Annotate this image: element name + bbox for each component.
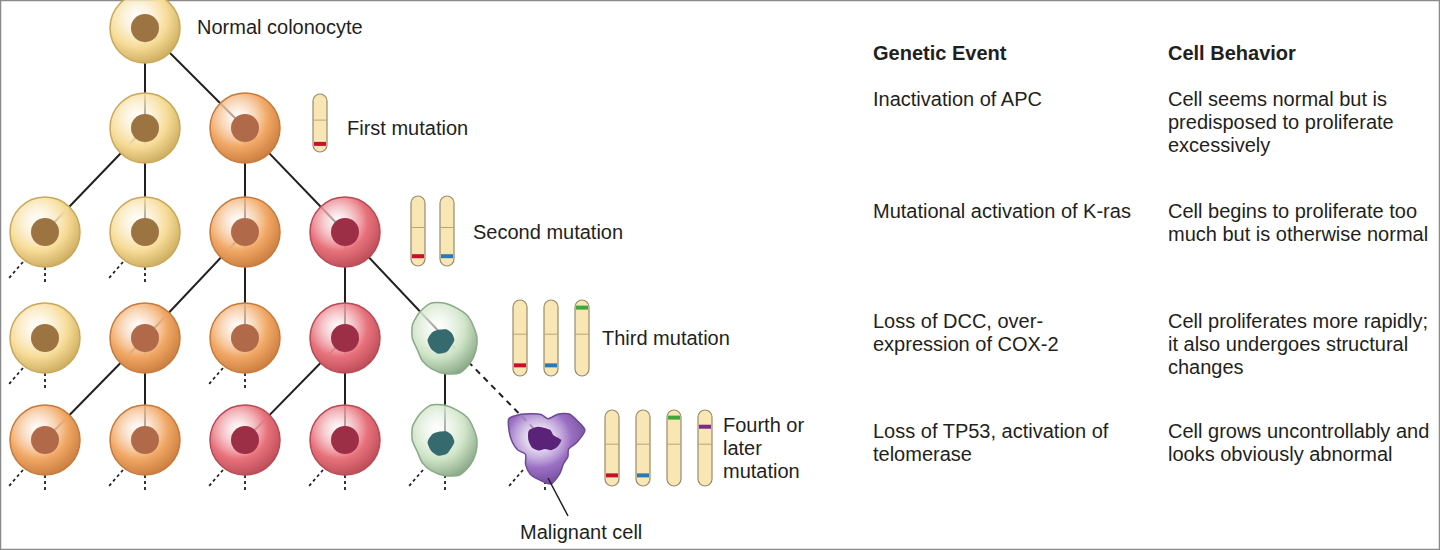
chromosome xyxy=(411,196,425,266)
cell xyxy=(110,0,180,63)
table-cell: Mutational activation of K-ras xyxy=(873,200,1133,223)
chromosome xyxy=(440,196,454,266)
cell xyxy=(110,93,180,163)
cell xyxy=(508,414,585,484)
table-cell: Inactivation of APC xyxy=(873,88,1133,111)
table-cell: Cell proliferates more rapidly; it also … xyxy=(1168,310,1432,379)
mutation-label: First mutation xyxy=(347,117,547,140)
cell xyxy=(310,405,380,475)
lineage-lines xyxy=(9,28,545,490)
table-cell: Cell grows uncontrollably and looks obvi… xyxy=(1168,420,1432,466)
cell xyxy=(310,303,380,373)
cell xyxy=(210,197,280,267)
mutation-label: Fourth or later mutation xyxy=(723,414,823,483)
cell xyxy=(210,405,280,475)
cell xyxy=(110,405,180,475)
leader-line xyxy=(548,478,568,516)
cell-label: Malignant cell xyxy=(520,521,650,544)
cell xyxy=(412,303,477,374)
cell-label: Normal colonocyte xyxy=(197,16,417,39)
table-cell: Loss of DCC, over-expression of COX-2 xyxy=(873,310,1133,356)
cell xyxy=(10,197,80,267)
column-header: Cell Behavior xyxy=(1168,42,1430,65)
chromosome xyxy=(575,300,589,376)
column-header: Genetic Event xyxy=(873,42,1133,65)
table-cell: Cell begins to proliferate too much but … xyxy=(1168,200,1432,246)
mutation-label: Second mutation xyxy=(473,221,693,244)
chromosome xyxy=(636,410,650,486)
chromosome xyxy=(698,410,712,486)
mutation-label: Third mutation xyxy=(602,327,802,350)
cell xyxy=(210,93,280,163)
chromosome xyxy=(667,410,681,486)
cell xyxy=(110,303,180,373)
cell xyxy=(10,405,80,475)
chromosome xyxy=(313,94,327,152)
chromosome xyxy=(513,300,527,376)
cell xyxy=(412,405,477,476)
cell xyxy=(210,303,280,373)
cell xyxy=(10,303,80,373)
cell xyxy=(110,197,180,267)
chromosomes xyxy=(313,94,712,486)
table-cell: Loss of TP53, activation of telomerase xyxy=(873,420,1143,466)
table-cell: Cell seems normal but is predisposed to … xyxy=(1168,88,1432,157)
cell xyxy=(310,197,380,267)
chromosome xyxy=(605,410,619,486)
chromosome xyxy=(544,300,558,376)
